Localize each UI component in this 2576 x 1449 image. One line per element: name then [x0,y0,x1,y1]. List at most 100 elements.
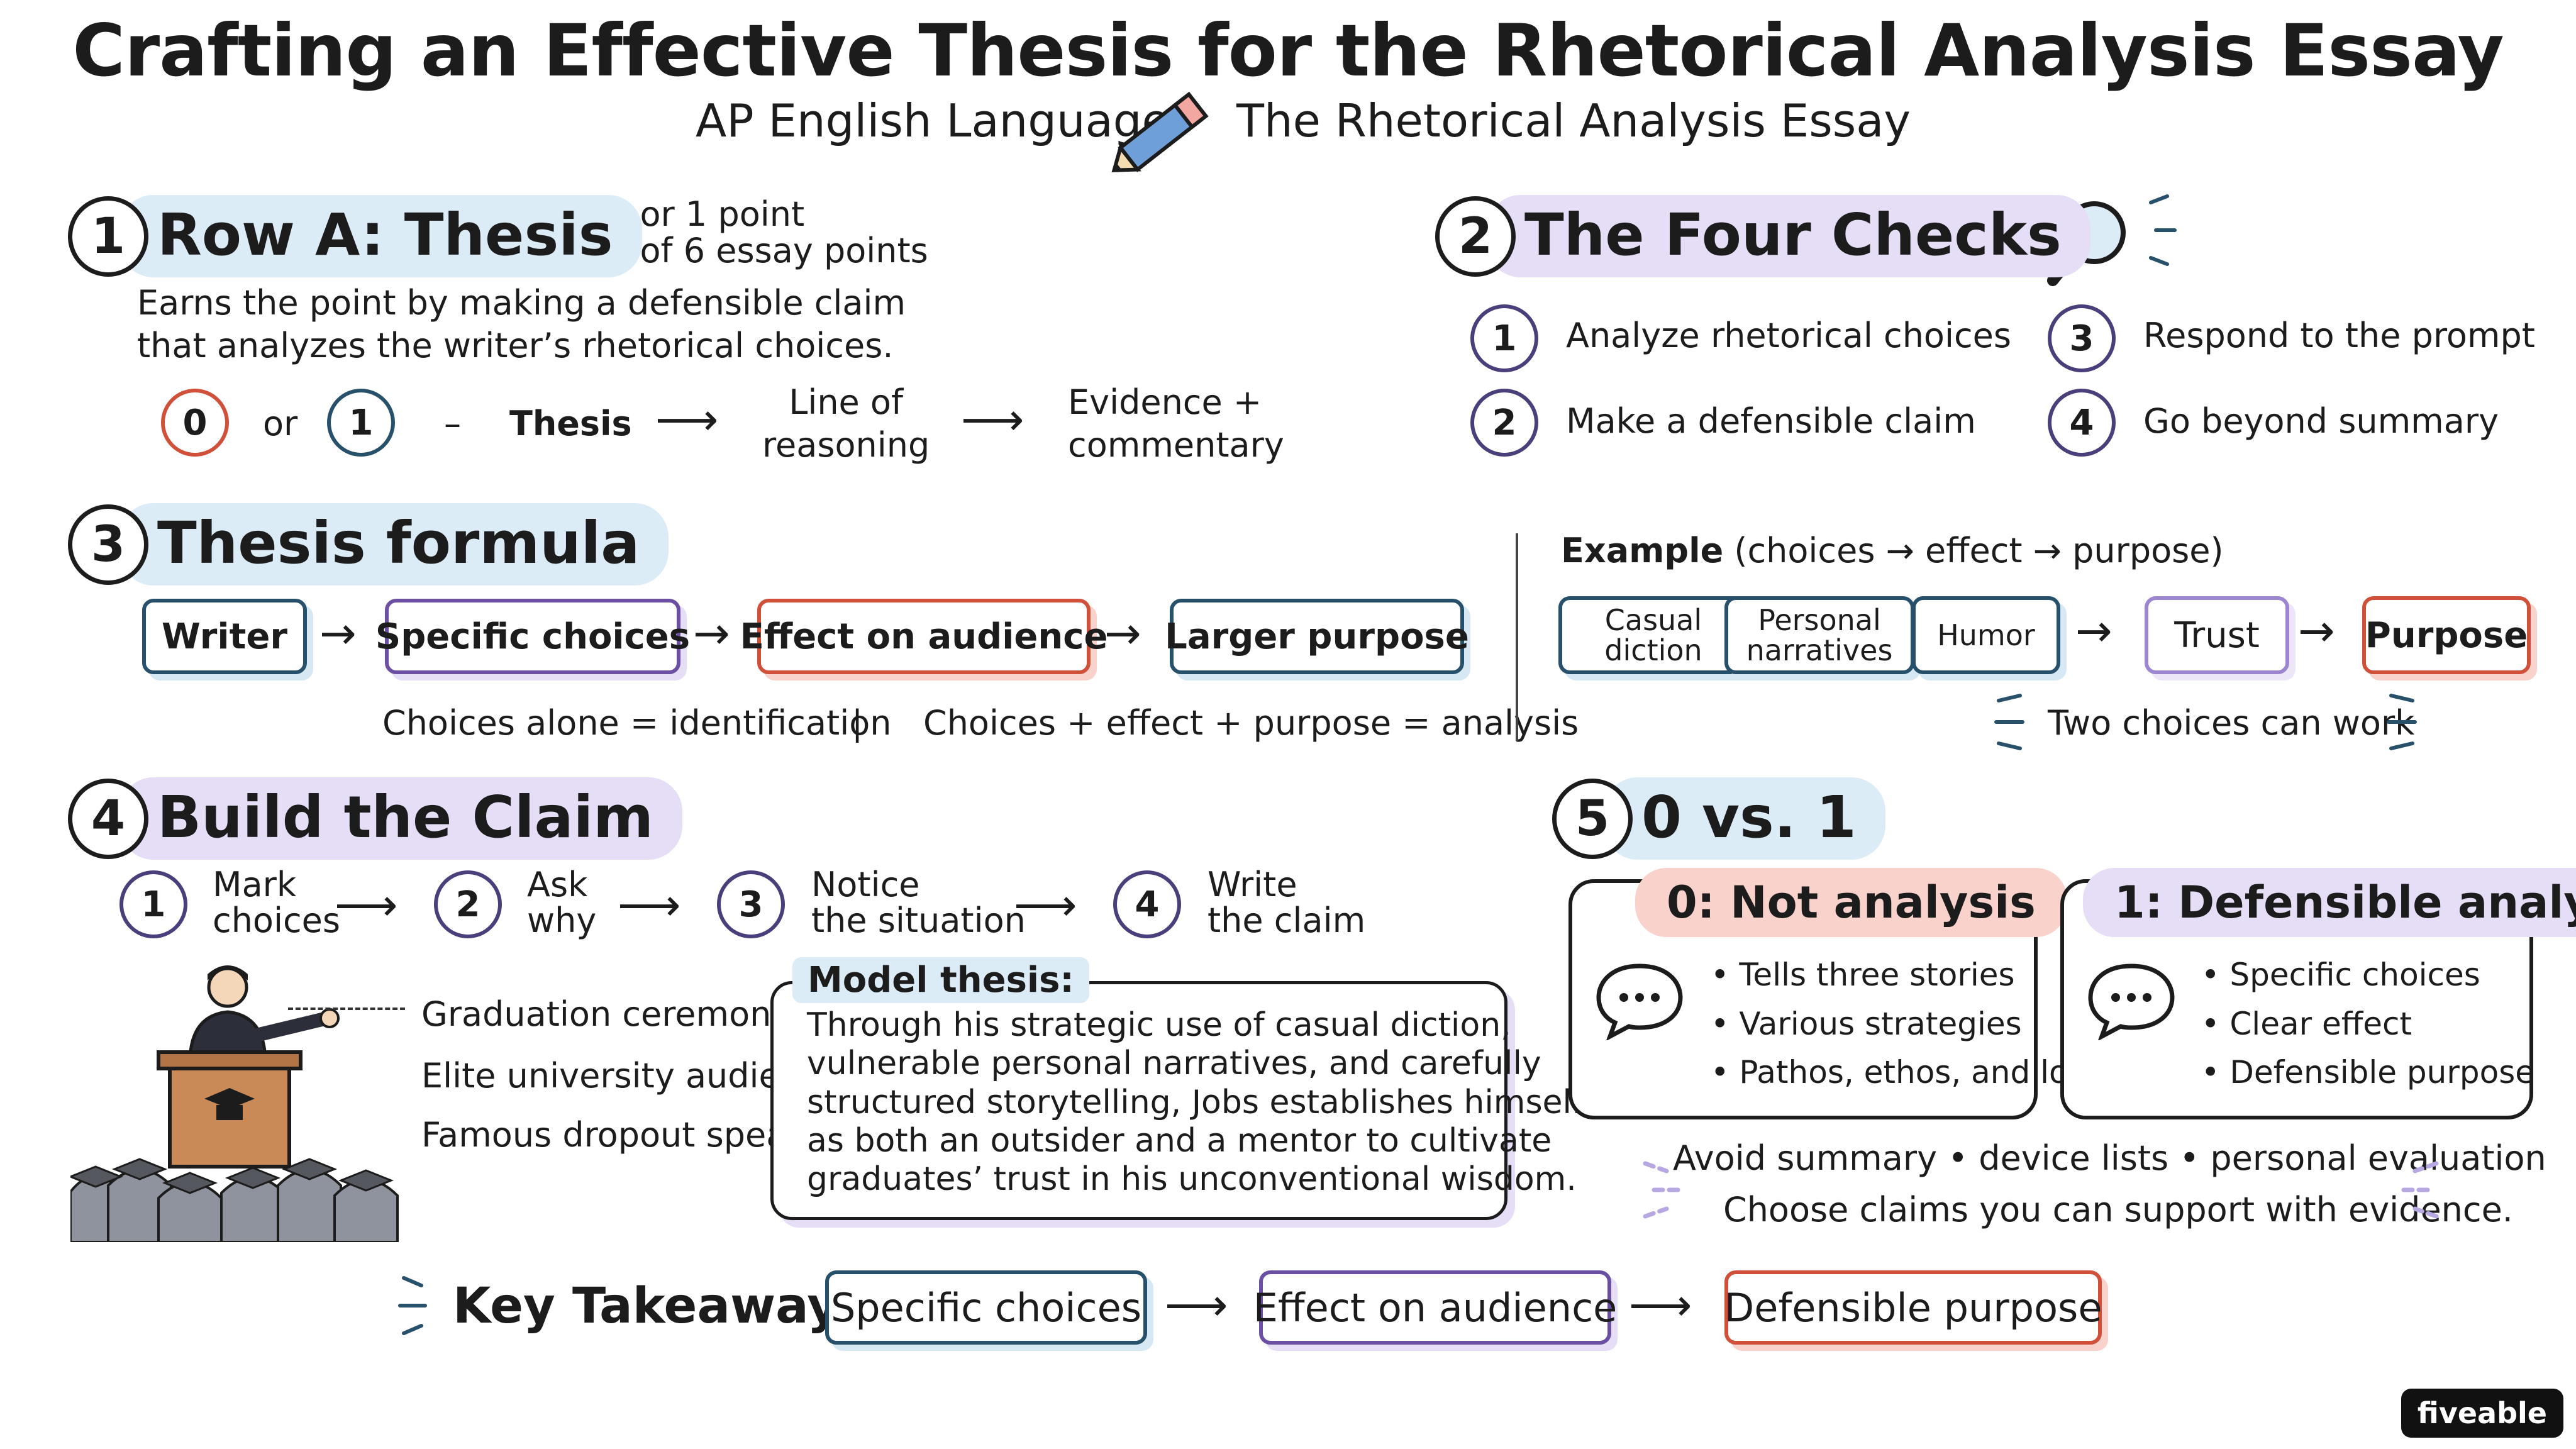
emphasis-marks-icon [1635,1155,1692,1224]
example-box-trust: Trust [2145,596,2289,674]
emphasis-marks-icon [2384,692,2419,752]
step-number: 1 [119,870,187,938]
choose-line: Choose claims you can support with evide… [1723,1190,2513,1230]
example-note: Two choices can work [2048,703,2415,743]
section-formula-header: 3 Thesis formula [68,503,669,586]
model-thesis-line: vulnerable personal narratives, and care… [807,1045,1541,1083]
section-number: 1 [68,196,148,277]
dash-text: – [444,404,461,443]
emphasis-marks-icon [395,1269,430,1342]
flow-evidence-commentary: Evidence + commentary [1068,381,1284,466]
row-a-description: Earns the point by making a defensible c… [137,283,906,323]
section-title: Thesis formula [119,503,669,586]
formula-box-specific-choices: Specific choices [375,599,690,674]
speech-bubble-icon [1594,961,1685,1041]
course-label: AP English Language [696,94,1170,147]
page-title: Crafting an Effective Thesis for the Rhe… [72,9,2504,92]
arrow-icon: ⟶ [618,879,681,931]
step-text: Mark [213,865,297,904]
section-four-checks-header: 2 The Four Checks [1435,195,2090,277]
arrow-icon: ⟶ [961,394,1024,445]
zero-list: Tells three stories Various strategies P… [1711,951,2124,1097]
formula-box-larger-purpose: Larger purpose [1165,599,1469,674]
list-item: Various strategies [1711,1000,2124,1049]
arrow-icon: → [2298,605,2335,657]
flow-thesis: Thesis [509,404,632,443]
model-thesis-box [770,981,1507,1220]
speech-bubble-icon [2085,961,2177,1041]
example-box-text: Personal [1758,602,1881,637]
flow-line-of-reasoning: Line of reasoning [762,381,930,466]
pencil-icon [1102,80,1221,187]
check-number: 3 [2048,304,2116,372]
check-number: 2 [1470,389,1538,457]
formula-divider: | [852,703,863,743]
arrow-icon: ⟶ [335,879,398,931]
step-text: the situation [811,901,1026,941]
model-thesis-text: Through his strategic use of casual dict… [807,1006,1583,1199]
section-title: Row A: Thesis [119,195,642,277]
takeaway-defensible-purpose: Defensible purpose [1724,1270,2102,1345]
or-text: or [263,404,298,443]
arrow-icon: ⟶ [1629,1279,1692,1331]
flow-text: Line of [789,382,903,422]
essay-label: The Rhetorical Analysis Essay [1236,94,1911,147]
check-number: 1 [1470,304,1538,372]
brand-logo: fiveable [2401,1389,2563,1438]
arrow-icon: ⟶ [1014,879,1077,931]
step-text: Write [1208,865,1297,904]
takeaways-label: Key Takeaways: [453,1278,888,1335]
model-thesis-line: Through his strategic use of casual dict… [807,1006,1511,1044]
example-box-text: Casual [1604,602,1702,637]
list-item: Tells three stories [1711,951,2124,1000]
step-number: 3 [717,870,785,938]
section-zero-vs-one-header: 5 0 vs. 1 [1552,777,1885,860]
emphasis-marks-icon [1992,692,2028,752]
step-number: 4 [1113,870,1181,938]
list-item: Clear effect [2201,1000,2534,1049]
list-item: Defensible purpose [2201,1048,2534,1097]
section-row-a-header: 1 Row A: Thesis [68,195,642,277]
section-number: 2 [1435,196,1516,277]
score-zero-badge: 0 [161,389,229,457]
check-label: Go beyond summary [2143,401,2499,441]
avoid-line: Avoid summary • device lists • personal … [1673,1138,2546,1178]
step-text: why [527,901,597,941]
arrow-icon: → [319,608,357,659]
formula-note-analysis: Choices + effect + purpose = analysis [923,703,1579,743]
section-title: Build the Claim [119,777,683,860]
example-box-humor: Humor [1912,596,2060,674]
model-thesis-label: Model thesis: [792,957,1089,1003]
formula-note-identification: Choices alone = identification [382,703,892,743]
example-label-bold: Example [1561,531,1724,570]
emphasis-marks-icon [2390,1155,2446,1224]
list-item: Pathos, ethos, and logos [1711,1048,2124,1097]
example-label-rest: (choices → effect → purpose) [1734,531,2224,570]
formula-box-writer: Writer [142,599,307,674]
model-thesis-line: as both an outsider and a mentor to cult… [807,1122,1552,1160]
model-thesis-line: graduates’ trust in his unconventional w… [807,1160,1577,1199]
divider-line [1516,533,1518,741]
example-box-purpose: Purpose [2362,596,2531,674]
example-box-text: narratives [1746,633,1893,667]
step-text: the claim [1208,901,1366,941]
arrow-icon: → [693,608,730,659]
section-title: The Four Checks [1487,195,2090,277]
section-number: 5 [1552,778,1633,859]
section-number: 3 [68,504,148,585]
example-label: Example (choices → effect → purpose) [1561,530,2224,572]
zero-panel-label: 0: Not analysis [1635,868,2067,937]
flow-text: Evidence + [1068,382,1262,422]
section-title: 0 vs. 1 [1604,777,1885,860]
arrow-icon: ⟶ [1165,1279,1228,1331]
flow-text: commentary [1068,425,1284,465]
example-box-text: diction [1604,633,1702,667]
check-label: Analyze rhetorical choices [1566,316,2012,355]
model-thesis-line: structured storytelling, Jobs establishe… [807,1083,1584,1121]
check-label: Make a defensible claim [1566,401,1976,441]
